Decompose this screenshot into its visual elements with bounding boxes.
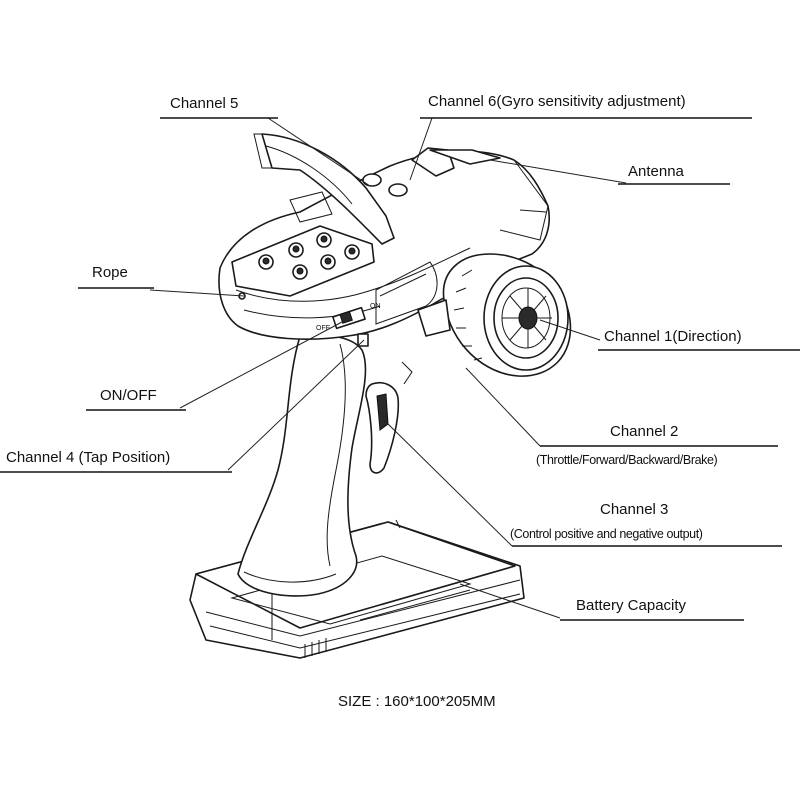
leader-onoff (179, 321, 343, 409)
channel2-label: Channel 2 (610, 423, 678, 440)
rope-label: Rope (92, 264, 128, 281)
wheel-spokes (502, 288, 552, 348)
antenna-label: Antenna (628, 163, 685, 180)
switch-off-mark: OFF (316, 325, 330, 332)
flip-lid (253, 133, 395, 245)
label-rope: Rope (78, 264, 154, 289)
wheel-grip-ribs (453, 269, 483, 361)
callout-labels: Channel 5 Channel 6(Gyro sensitivity adj… (0, 93, 800, 621)
leader-channel5 (267, 117, 371, 187)
battery-label: Battery Capacity (576, 597, 687, 614)
top-controls (362, 147, 501, 197)
leader-channel6 (409, 117, 433, 181)
upper-body (218, 150, 550, 340)
switch-on-mark: ON (370, 303, 381, 310)
channel4-label: Channel 4 (Tap Position) (6, 449, 170, 466)
transmitter-drawing: OFF ON (189, 133, 572, 659)
label-channel1: Channel 1(Direction) (598, 328, 800, 351)
leader-channel3 (383, 419, 513, 547)
panel-knob (292, 264, 308, 280)
label-onoff: ON/OFF (86, 387, 186, 411)
leader-channel1 (539, 319, 601, 341)
steering-wheel (417, 253, 572, 377)
panel-knob (344, 244, 360, 260)
panel-knob (258, 254, 274, 270)
throttle-trigger (365, 361, 413, 474)
label-channel4: Channel 4 (Tap Position) (0, 449, 232, 473)
label-channel2: Channel 2 (Throttle/Forward/Backward/Bra… (536, 423, 778, 467)
label-channel5: Channel 5 (160, 95, 278, 119)
leader-antenna (489, 159, 627, 184)
leader-battery (459, 583, 561, 619)
button-panel (231, 225, 375, 297)
handle-grip (237, 334, 367, 640)
leader-channel4 (227, 339, 365, 471)
channel6-label: Channel 6(Gyro sensitivity adjustment) (428, 93, 686, 110)
label-antenna: Antenna (618, 163, 730, 185)
channel3-detail: (Control positive and negative output) (510, 527, 703, 541)
label-channel6: Channel 6(Gyro sensitivity adjustment) (420, 93, 752, 119)
channel3-label: Channel 3 (600, 501, 668, 518)
leader-channel2 (465, 367, 541, 447)
label-battery: Battery Capacity (560, 597, 744, 621)
channel1-label: Channel 1(Direction) (604, 328, 742, 345)
battery-vents (304, 638, 327, 658)
power-switch: OFF ON (316, 303, 381, 347)
leader-lines (149, 117, 627, 619)
panel-knob (320, 254, 336, 270)
onoff-label: ON/OFF (100, 387, 157, 404)
panel-knob (288, 242, 304, 258)
size-caption: SIZE : 160*100*205MM (338, 693, 496, 710)
panel-knob (316, 232, 332, 248)
channel2-detail: (Throttle/Forward/Backward/Brake) (536, 453, 718, 467)
channel5-label: Channel 5 (170, 95, 238, 112)
leader-rope (149, 289, 245, 297)
label-channel3: Channel 3 (Control positive and negative… (510, 501, 782, 547)
